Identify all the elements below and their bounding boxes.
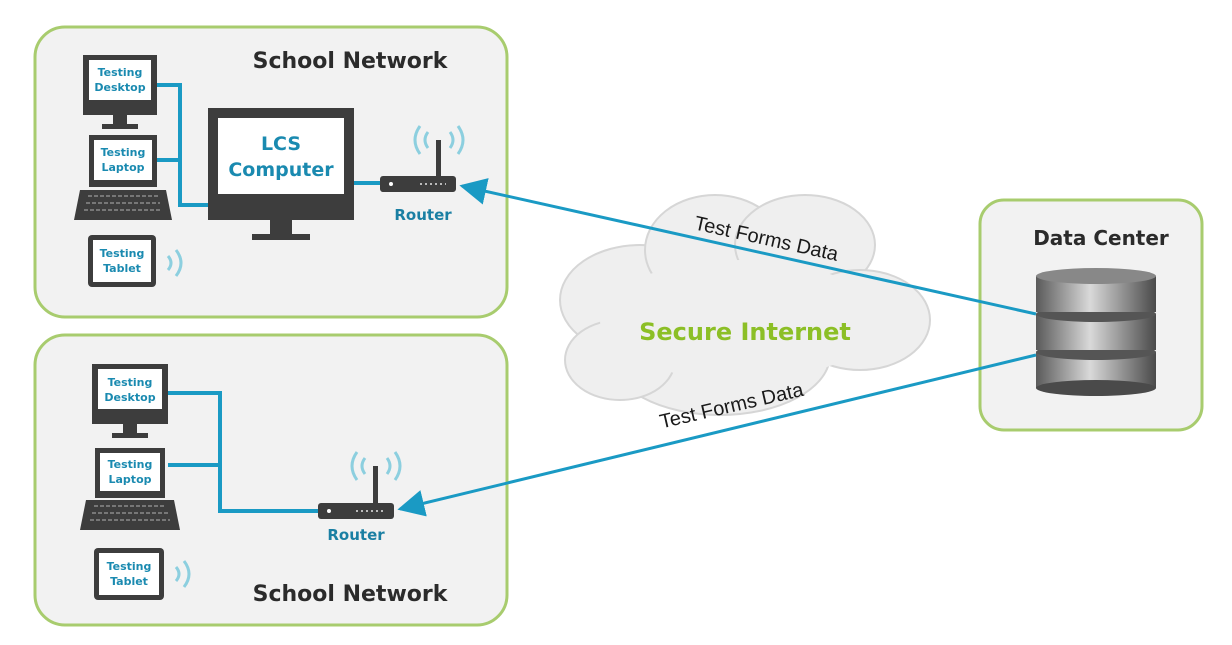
school-network-bottom-panel: School Network Testing Desktop Testing L… (33, 333, 509, 627)
tablet-label-line2: Tablet (103, 262, 141, 275)
testing-desktop-icon: Testing Desktop (92, 364, 168, 438)
school-network-bottom-title: School Network (253, 582, 449, 607)
lcs-label-line1: LCS (261, 133, 301, 155)
secure-internet-label: Secure Internet (639, 318, 851, 346)
laptop-label-line2: Laptop (109, 473, 152, 486)
school-network-top-title: School Network (253, 49, 449, 74)
flow-arrow-bottom (397, 353, 1037, 517)
laptop-label-line2: Laptop (102, 161, 145, 174)
testing-desktop-icon: Testing Desktop (83, 55, 157, 129)
flow-arrow-top (459, 178, 1037, 316)
data-center-title: Data Center (1033, 226, 1169, 250)
tablet-label-line1: Testing (107, 560, 152, 573)
cloud-icon (559, 194, 931, 416)
router-icon: Router (318, 451, 402, 544)
tablet-label-line2: Tablet (110, 575, 148, 588)
desktop-label-line2: Desktop (104, 391, 155, 404)
desktop-label-line1: Testing (108, 376, 153, 389)
router-label: Router (394, 206, 452, 224)
testing-laptop-icon: Testing Laptop (80, 448, 180, 530)
data-center-panel: Data Center (978, 198, 1204, 432)
router-label: Router (327, 526, 385, 544)
testing-tablet-icon: Testing Tablet (94, 548, 191, 600)
tablet-label-line1: Testing (100, 247, 145, 260)
testing-tablet-icon: Testing Tablet (88, 235, 183, 287)
lcs-computer-icon: LCS Computer (208, 108, 354, 240)
testing-laptop-icon: Testing Laptop (74, 135, 172, 220)
lcs-label-line2: Computer (228, 159, 334, 181)
school-network-top-panel: School Network Testing Desktop Testing L… (33, 25, 509, 319)
desktop-label-line2: Desktop (94, 81, 145, 94)
desktop-label-line1: Testing (98, 66, 143, 79)
laptop-label-line1: Testing (108, 458, 153, 471)
router-icon: Router (380, 125, 465, 224)
database-icon (1036, 268, 1156, 396)
laptop-label-line1: Testing (101, 146, 146, 159)
